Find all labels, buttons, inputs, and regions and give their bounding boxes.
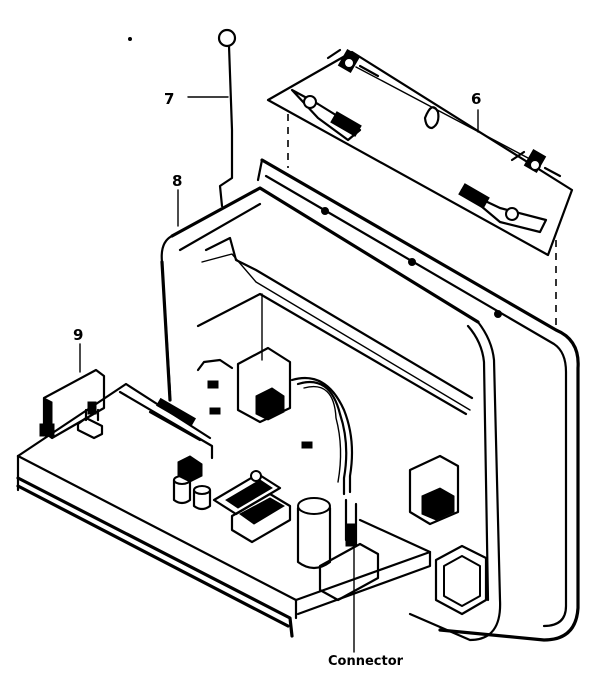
part-6-cover-plate: 6 (266, 48, 574, 330)
part-9-board-tray: 9 (16, 326, 432, 638)
part-7-rod: 7 (164, 28, 237, 208)
callout-part-8: 8 (172, 172, 182, 190)
connector-label: Connector (328, 654, 404, 669)
part-8-housing: 8 (160, 158, 580, 642)
callout-part-9: 9 (73, 326, 83, 344)
connector-callout: Connector (328, 529, 404, 669)
callout-part-7: 7 (164, 90, 174, 108)
callout-part-6: 6 (471, 90, 481, 108)
